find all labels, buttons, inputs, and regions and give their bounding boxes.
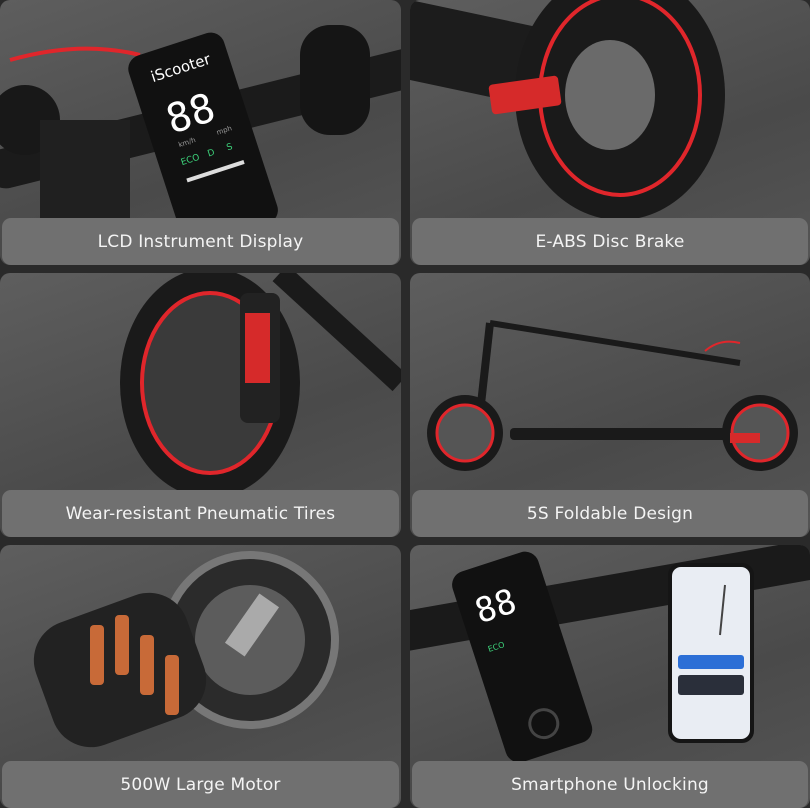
feature-label: LCD Instrument Display: [2, 218, 399, 265]
mode-s: S: [226, 142, 235, 153]
feature-label: Wear-resistant Pneumatic Tires: [2, 490, 399, 537]
feature-tile-smartphone: 88 ECO Smartphone Unlocking: [410, 545, 810, 808]
feature-label: Smartphone Unlocking: [412, 761, 808, 808]
motor-image: [33, 551, 339, 748]
feature-label: 5S Foldable Design: [412, 490, 808, 537]
feature-label: E-ABS Disc Brake: [412, 218, 808, 265]
feature-tile-disc-brake: E-ABS Disc Brake: [410, 0, 810, 265]
feature-tile-pneumatic-tires: Wear-resistant Pneumatic Tires: [0, 273, 401, 537]
smartphone-unlock-image: 88 ECO: [410, 545, 810, 763]
disc-brake-image: [410, 0, 725, 220]
feature-tile-motor: 500W Large Motor: [0, 545, 401, 808]
lcd-display-image: iScooter 88 km/h mph ECO D S: [0, 25, 401, 247]
folded-scooter-image: [427, 320, 798, 471]
feature-tile-foldable: 5S Foldable Design: [410, 273, 810, 537]
pneumatic-tire-image: [120, 273, 401, 498]
mode-d: D: [206, 148, 216, 160]
feature-tile-lcd-display: iScooter 88 km/h mph ECO D S LCD Instrum…: [0, 0, 401, 265]
feature-label: 500W Large Motor: [2, 761, 399, 808]
